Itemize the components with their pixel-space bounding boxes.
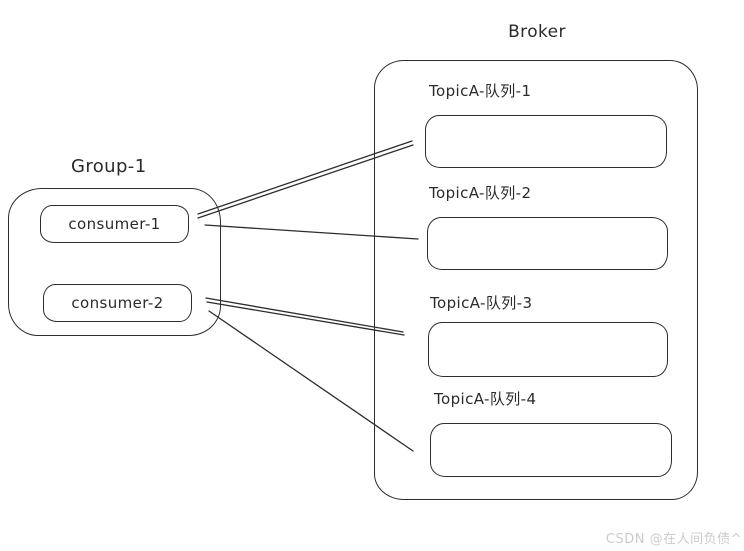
queue-1-label: TopicA-队列-1: [429, 82, 532, 100]
consumer-2-box: consumer-2: [43, 284, 192, 322]
broker-box: [374, 60, 698, 500]
queue-2-box: [427, 217, 668, 270]
queue-4-box: [430, 423, 672, 477]
broker-label: Broker: [508, 22, 566, 42]
queue-1-box: [425, 115, 667, 168]
consumer-1-box: consumer-1: [40, 205, 189, 243]
queue-3-box: [428, 322, 668, 377]
queue-4-label: TopicA-队列-4: [434, 390, 537, 408]
consumer-1-label: consumer-1: [68, 215, 161, 233]
watermark: CSDN @在人间负债^: [605, 532, 742, 547]
queue-3-label: TopicA-队列-3: [430, 294, 533, 312]
consumer-2-label: consumer-2: [71, 294, 164, 312]
group-label: Group-1: [71, 156, 147, 177]
group-box: [8, 188, 221, 336]
queue-2-label: TopicA-队列-2: [429, 184, 532, 202]
